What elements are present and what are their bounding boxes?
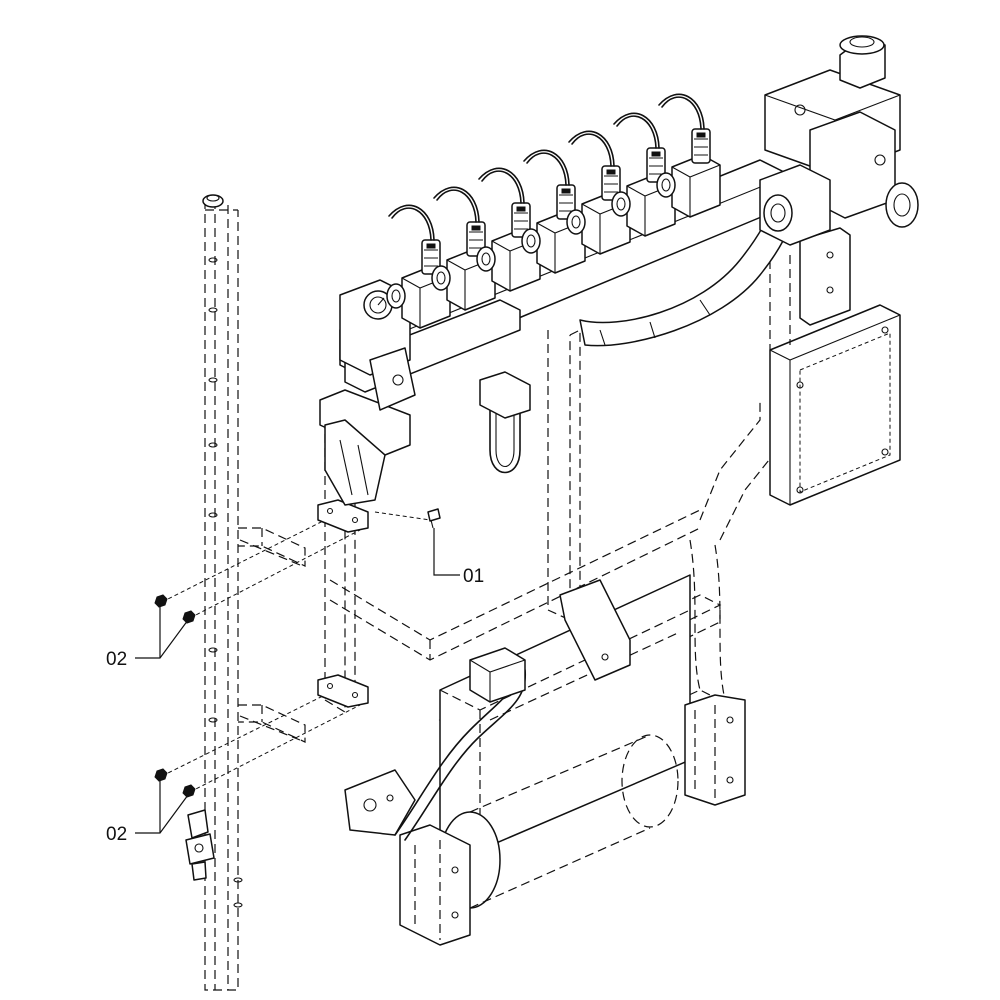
right-control-box	[769, 304, 901, 506]
pressure-regulator	[764, 35, 919, 228]
frame-mount-plate-lower	[317, 674, 369, 708]
nut-02-c	[154, 768, 168, 782]
bolt-01	[427, 508, 441, 529]
hanging-cable	[479, 371, 531, 474]
callout-02-upper-label: 02	[106, 649, 127, 670]
explode-lines	[161, 511, 431, 793]
callout-01-label: 01	[463, 566, 484, 587]
post-valve-fitting	[185, 809, 215, 881]
right-upright	[769, 227, 851, 350]
nut-02-d	[182, 784, 196, 798]
vertical-mounting-post	[202, 194, 243, 991]
lower-left-clamp	[399, 824, 471, 946]
manifold-end-connector	[759, 164, 831, 246]
callout-02-lower: 02	[106, 778, 189, 845]
nut-02-a	[154, 594, 168, 608]
lower-post-bracket	[238, 704, 306, 743]
callout-02-lower-label: 02	[106, 824, 127, 845]
center-clamp-bracket	[559, 579, 631, 681]
frame-mount-plate-upper	[317, 499, 369, 533]
right-lower-clamp	[684, 694, 746, 806]
filter-housing	[469, 647, 526, 703]
callout-01: 01	[433, 528, 484, 587]
reservoir-tank	[439, 574, 691, 909]
callout-02-upper: 02	[106, 603, 189, 670]
nut-02-b	[182, 610, 196, 624]
upper-post-bracket	[238, 527, 306, 567]
manifold-hanger-bracket	[319, 389, 411, 506]
